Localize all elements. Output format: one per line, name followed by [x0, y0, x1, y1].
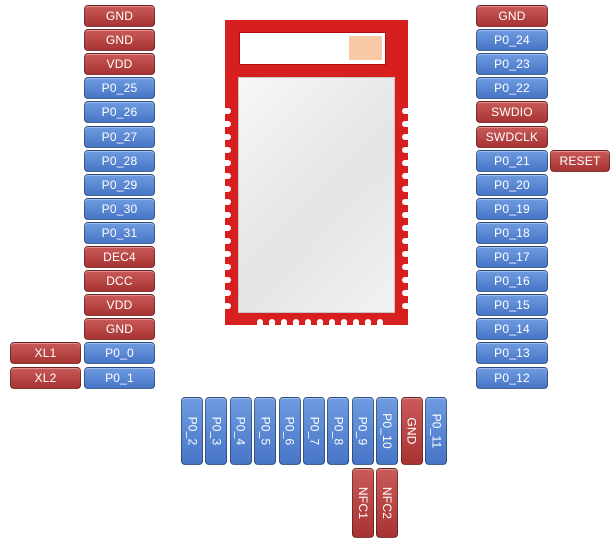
pin-gnd: GND [401, 397, 423, 465]
antenna-area [239, 32, 386, 65]
pin-label: NFC2 [381, 487, 393, 519]
pin-nfc2: NFC2 [376, 468, 398, 538]
pin-p0-19: P0_19 [476, 198, 548, 220]
pin-gnd: GND [476, 5, 548, 27]
pin-p0-28: P0_28 [84, 150, 155, 172]
pin-vdd: VDD [84, 294, 155, 316]
pin-label: P0_3 [210, 417, 222, 446]
pin-xl1: XL1 [10, 342, 81, 364]
pin-p0-17: P0_17 [476, 246, 548, 268]
pin-label: P0_8 [332, 417, 344, 446]
pin-label: P0_10 [381, 413, 393, 449]
pin-p0-31: P0_31 [84, 222, 155, 244]
pin-p0-22: P0_22 [476, 77, 548, 99]
pin-p0-16: P0_16 [476, 270, 548, 292]
pin-p0-30: P0_30 [84, 198, 155, 220]
pin-swdio: SWDIO [476, 101, 548, 123]
pin-p0-15: P0_15 [476, 294, 548, 316]
pin-p0-1: P0_1 [84, 367, 155, 389]
pin-p0-9: P0_9 [352, 397, 374, 465]
pin-p0-2: P0_2 [181, 397, 203, 465]
pin-p0-3: P0_3 [205, 397, 227, 465]
pin-p0-10: P0_10 [376, 397, 398, 465]
pin-p0-21: P0_21 [476, 150, 548, 172]
pin-p0-24: P0_24 [476, 29, 548, 51]
pin-p0-27: P0_27 [84, 126, 155, 148]
pin-p0-29: P0_29 [84, 174, 155, 196]
pin-label: P0_7 [308, 417, 320, 446]
pin-p0-13: P0_13 [476, 342, 548, 364]
pin-p0-8: P0_8 [327, 397, 349, 465]
pin-gnd: GND [84, 5, 155, 27]
pin-gnd: GND [84, 29, 155, 51]
pin-p0-26: P0_26 [84, 101, 155, 123]
pin-label: P0_6 [284, 417, 296, 446]
pin-dcc: DCC [84, 270, 155, 292]
pin-p0-5: P0_5 [254, 397, 276, 465]
pin-p0-0: P0_0 [84, 342, 155, 364]
pin-label: P0_9 [357, 417, 369, 446]
pin-reset: RESET [550, 150, 610, 172]
pin-p0-14: P0_14 [476, 318, 548, 340]
pin-p0-18: P0_18 [476, 222, 548, 244]
pin-p0-6: P0_6 [279, 397, 301, 465]
module-drawing [225, 20, 408, 325]
pin-p0-20: P0_20 [476, 174, 548, 196]
pin-label: P0_11 [430, 414, 442, 449]
pin-label: GND [406, 417, 418, 444]
antenna-pad [349, 36, 382, 60]
pin-label: P0_2 [186, 417, 198, 446]
pin-label: P0_5 [259, 417, 271, 446]
pin-label: P0_4 [235, 417, 247, 446]
pin-p0-12: P0_12 [476, 367, 548, 389]
pin-gnd: GND [84, 318, 155, 340]
pin-dec4: DEC4 [84, 246, 155, 268]
pin-nfc1: NFC1 [352, 468, 374, 538]
pin-label: NFC1 [357, 487, 369, 519]
pin-p0-11: P0_11 [425, 397, 447, 465]
pin-xl2: XL2 [10, 367, 81, 389]
pin-p0-4: P0_4 [230, 397, 252, 465]
pin-p0-23: P0_23 [476, 53, 548, 75]
rf-shield [238, 77, 395, 313]
pin-p0-7: P0_7 [303, 397, 325, 465]
pin-vdd: VDD [84, 53, 155, 75]
pin-p0-25: P0_25 [84, 77, 155, 99]
pin-swdclk: SWDCLK [476, 126, 548, 148]
